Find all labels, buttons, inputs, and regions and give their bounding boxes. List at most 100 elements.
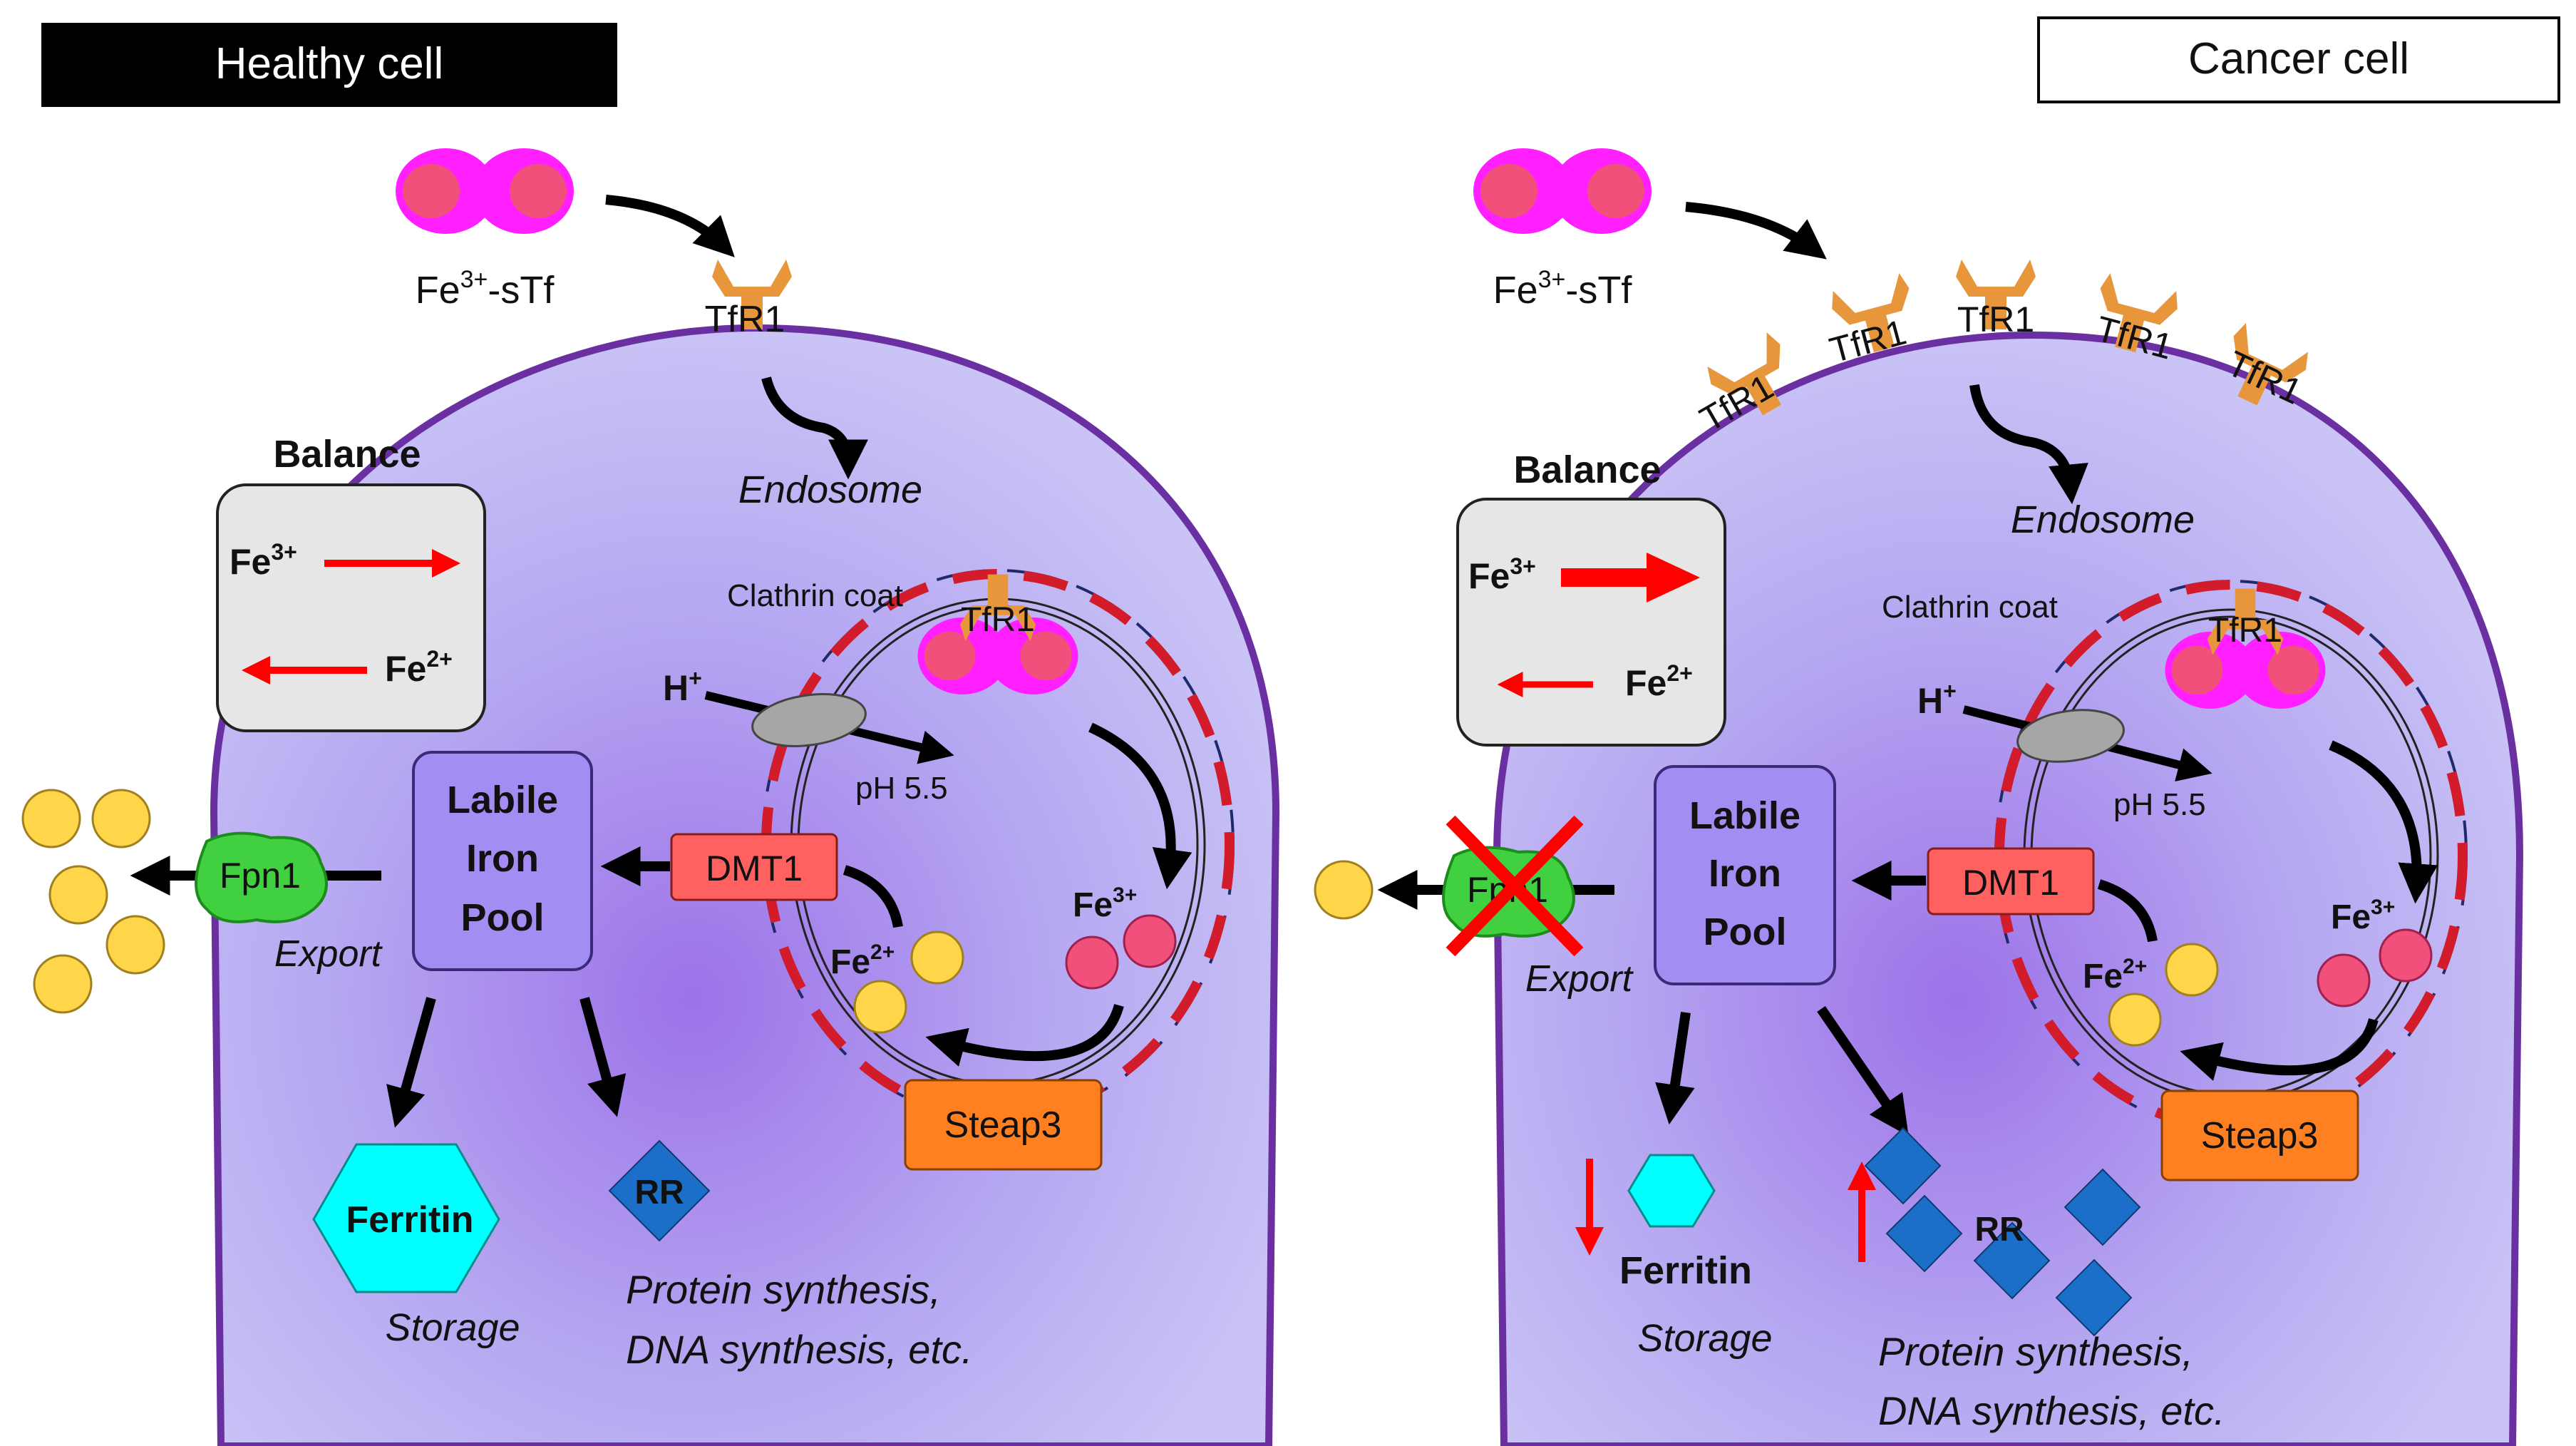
healthy-fpn1-label: Fpn1 (220, 856, 301, 896)
healthy-ph-label: pH 5.5 (855, 771, 948, 806)
cancer-title-box (2037, 16, 2560, 103)
healthy-binding-arrow (605, 195, 735, 257)
cancer-clathrin-label: Clathrin coat (1882, 590, 2058, 625)
cancer-rr (1885, 1194, 1963, 1273)
healthy-labile-iron-pool (412, 751, 593, 971)
healthy-synthesis-line1: Protein synthesis, (626, 1267, 941, 1312)
healthy-proton-pump (751, 693, 867, 747)
cancer-endo-fe2-label: Fe2+ (2083, 955, 2147, 995)
cancer-endosome-label: Endosome (2011, 498, 2195, 541)
cancer-lip-line3: Pool (1704, 911, 1787, 953)
cancer-endo-fe3-label: Fe3+ (2331, 896, 2395, 936)
cancer-lip-line1: Labile (1689, 794, 1800, 837)
healthy-title: Healthy cell (215, 39, 443, 88)
cancer-fpn1-blocked-x (1446, 815, 1584, 957)
healthy-endo-fe3-label: Fe3+ (1073, 883, 1137, 924)
cancer-transferrin-label: Fe3+-sTf (1493, 266, 1633, 312)
healthy-export-label: Export (274, 933, 383, 975)
cancer-rr (1973, 1221, 2051, 1300)
cancer-dmt1-feed-arrow (2097, 879, 2158, 943)
cancer-fe3-ion (2379, 928, 2433, 983)
healthy-balance-fe3: Fe3+ (230, 539, 297, 582)
cancer-rr-label: RR (1974, 1211, 2024, 1248)
healthy-storage-arrow (386, 997, 436, 1128)
healthy-dmt1 (670, 833, 838, 901)
healthy-exported-iron (105, 915, 165, 975)
cancer-ph-label: pH 5.5 (2113, 787, 2206, 822)
cancer-exported-iron (1314, 860, 1374, 920)
cancer-reduction-arrow (2180, 1017, 2379, 1081)
cancer-endocytosis-arrow (1969, 384, 2088, 505)
healthy-clathrin-label: Clathrin coat (727, 578, 903, 613)
healthy-exported-iron (91, 789, 151, 848)
cancer-dmt1 (1927, 847, 2095, 916)
cancer-steap3-label: Steap3 (2201, 1115, 2319, 1157)
healthy-ferritin (312, 1143, 500, 1293)
healthy-fe3-ion (1123, 914, 1177, 968)
healthy-exported-iron (33, 954, 93, 1014)
healthy-lip-line2: Iron (466, 837, 539, 880)
healthy-rr-label: RR (634, 1174, 684, 1211)
healthy-balance-box (216, 483, 486, 732)
healthy-fe2-ion (853, 980, 907, 1034)
healthy-endosome-tfr1-label: TfR1 (961, 601, 1035, 639)
healthy-release-arrow (1088, 722, 1192, 890)
healthy-endocytosis-arrow (761, 376, 868, 480)
cancer-panel: Cancer cell Fe3+-sTf TfR1 TfR1 TfR1 TfR1… (1314, 16, 2560, 1446)
healthy-ferritin-label: Ferritin (346, 1199, 473, 1241)
cancer-release-arrow (2329, 740, 2438, 904)
cancer-export-label: Export (1525, 958, 1634, 1000)
cancer-transferrin (1473, 148, 1652, 234)
cancer-balance-arrow-right-head (1647, 553, 1700, 602)
cancer-synthesis-line2: DNA synthesis, etc. (1878, 1388, 2225, 1433)
cancer-rr-arrow (1817, 1006, 1909, 1137)
healthy-steap3-label: Steap3 (944, 1104, 1062, 1146)
cancer-balance-box (1456, 498, 1726, 747)
cancer-title: Cancer cell (2188, 34, 2409, 83)
healthy-dmt1-feed-arrow (843, 865, 903, 928)
healthy-steap3 (904, 1079, 1103, 1171)
healthy-endosome-label: Endosome (738, 468, 922, 511)
healthy-transferrin (396, 148, 574, 234)
healthy-proton-label: H+ (663, 665, 702, 708)
healthy-panel: Healthy cell Fe3+-sTf TfR1 Endosome Bala… (21, 23, 1280, 1446)
healthy-dmt1-label: DMT1 (706, 848, 803, 888)
cancer-fe2-ion (2108, 993, 2162, 1047)
cancer-steap3 (2160, 1089, 2359, 1181)
cancer-rr (1864, 1127, 1942, 1205)
cancer-endosome-tfr1-label: TfR1 (2208, 612, 2282, 650)
healthy-fe3-ion (1065, 935, 1119, 990)
cancer-balance-fe2: Fe2+ (1625, 660, 1693, 703)
healthy-fpn1 (195, 831, 328, 923)
healthy-exported-iron (21, 789, 81, 848)
healthy-synthesis-line2: DNA synthesis, etc. (626, 1327, 973, 1372)
healthy-exported-iron (48, 865, 108, 925)
healthy-reduction-arrow (925, 1003, 1124, 1067)
healthy-fe2-ion (910, 930, 964, 985)
healthy-lip-line3: Pool (461, 896, 545, 939)
healthy-title-box (41, 23, 617, 107)
cancer-synthesis-line1: Protein synthesis, (1878, 1329, 2193, 1374)
healthy-balance-fe2: Fe2+ (385, 646, 453, 689)
healthy-rr-arrow (579, 997, 627, 1117)
cancer-balance-label: Balance (1513, 448, 1661, 491)
healthy-tfr1-label: TfR1 (705, 299, 785, 340)
cancer-storage-arrow (1655, 1011, 1695, 1125)
healthy-balance-label: Balance (273, 433, 421, 476)
healthy-lip-line1: Labile (447, 779, 558, 821)
cancer-proton-pump (2016, 709, 2125, 763)
cancer-ferritin (1627, 1154, 1716, 1228)
healthy-storage-label: Storage (385, 1306, 520, 1349)
cancer-labile-iron-pool (1654, 765, 1836, 985)
cancer-storage-label: Storage (1637, 1317, 1772, 1360)
cancer-dmt1-label: DMT1 (1962, 863, 2059, 903)
cancer-rr (2055, 1258, 2133, 1337)
cancer-balance-fe3: Fe3+ (1468, 553, 1536, 596)
healthy-rr (608, 1139, 711, 1242)
cancer-fe2-ion (2165, 943, 2219, 997)
cancer-tfr1-label: TfR1 (1957, 299, 2034, 339)
cancer-proton-label: H+ (1917, 678, 1957, 721)
healthy-transferrin-label: Fe3+-sTf (416, 266, 555, 312)
cancer-ferritin-label: Ferritin (1619, 1249, 1752, 1292)
